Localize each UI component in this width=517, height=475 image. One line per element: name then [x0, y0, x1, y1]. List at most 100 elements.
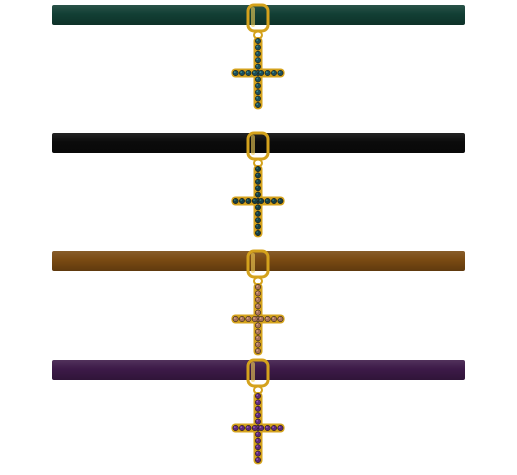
crystal-stone [277, 70, 284, 76]
crystal-stone [255, 450, 261, 457]
crystal-stone [264, 198, 271, 204]
crystal-stone [255, 217, 261, 224]
crystal-stone [232, 425, 239, 431]
crystal-sparkle [256, 413, 259, 416]
crystal-stone [245, 70, 252, 76]
crystal-stone [255, 50, 261, 57]
velvet-band-brown [52, 251, 465, 271]
crystal-sparkle [246, 199, 249, 202]
crystal-sparkle [240, 426, 243, 429]
crystal-sparkle [253, 71, 255, 74]
crystal-sparkle [256, 84, 259, 86]
crystal-stone [255, 172, 261, 179]
crystal-stone [255, 444, 261, 451]
crystal-sparkle [265, 71, 268, 74]
crystal-stone [255, 185, 261, 192]
crystal-sparkle [256, 39, 259, 42]
cross-pendant-green [231, 3, 285, 110]
crystal-stone [255, 284, 261, 290]
crystal-stone [258, 425, 265, 431]
crystal-stone [255, 230, 261, 236]
crystal-sparkle [256, 419, 259, 422]
bail-highlight [251, 362, 255, 382]
crystal-stone [255, 303, 261, 310]
crystal-stone [245, 198, 252, 204]
crystal-sparkle [256, 439, 259, 441]
crystal-sparkle [256, 330, 259, 332]
crystal-sparkle [253, 199, 255, 202]
crystal-sparkle [256, 52, 259, 54]
crystal-sparkle [278, 199, 281, 202]
crystal-stone [251, 425, 258, 431]
crystal-stone [255, 191, 261, 198]
crystal-sparkle [278, 426, 281, 429]
crystal-stone [255, 57, 261, 64]
velvet-band-black [52, 133, 465, 153]
crystal-sparkle [265, 426, 268, 429]
crystal-sparkle [272, 426, 275, 429]
crystal-stone [255, 296, 261, 303]
crystal-stone [245, 316, 252, 322]
crystal-stone [258, 198, 265, 204]
crystal-sparkle [259, 317, 262, 320]
crystal-stone [255, 204, 261, 211]
crystal-sparkle [256, 445, 259, 448]
crystal-stone [239, 198, 245, 204]
crystal-sparkle [256, 298, 259, 300]
crystal-stone [271, 425, 277, 431]
crystal-sparkle [246, 71, 249, 74]
crystal-stone [271, 316, 277, 322]
crystal-stone [255, 341, 261, 348]
crystal-stone [255, 412, 261, 419]
crystal-stone [277, 316, 284, 322]
crystal-stone [255, 223, 261, 230]
crystal-sparkle [233, 199, 236, 202]
crystal-stone [255, 95, 261, 102]
crystal-stone [264, 70, 271, 76]
crystal-sparkle [256, 407, 259, 409]
crystal-stone [255, 178, 261, 185]
crystal-sparkle [253, 426, 255, 429]
crystal-stone [255, 309, 261, 316]
crystal-sparkle [272, 317, 275, 320]
crystal-stone [258, 70, 265, 76]
crystal-sparkle [233, 317, 236, 320]
crystal-stone [239, 70, 245, 76]
crystal-stone [255, 44, 261, 51]
crystal-sparkle [256, 458, 259, 461]
crystal-sparkle [256, 192, 259, 195]
crystal-sparkle [256, 291, 259, 294]
crystal-sparkle [256, 77, 259, 80]
crystal-stone [245, 425, 252, 431]
crystal-sparkle [246, 426, 249, 429]
crystal-sparkle [256, 342, 259, 345]
crystal-stone [255, 405, 261, 412]
product-image [52, 3, 465, 465]
crystal-stone [251, 198, 258, 204]
crystal-stone [271, 198, 277, 204]
crystal-sparkle [256, 212, 259, 214]
crystal-sparkle [278, 71, 281, 74]
crystal-stone [251, 70, 258, 76]
crystal-stone [255, 102, 261, 108]
crystal-stone [255, 290, 261, 297]
crystal-stone [255, 63, 261, 70]
crystal-sparkle [259, 426, 262, 429]
bail-highlight [251, 7, 255, 27]
crystal-stone [255, 431, 261, 438]
crystal-stone [258, 316, 265, 322]
crystal-sparkle [256, 231, 259, 234]
crystal-stone [255, 393, 261, 399]
crystal-sparkle [233, 426, 236, 429]
crystal-stone [255, 418, 261, 425]
crystal-sparkle [259, 199, 262, 202]
crystal-sparkle [256, 103, 259, 106]
crystal-stone [251, 316, 258, 322]
velvet-band-purple [52, 360, 465, 380]
crystal-stone [239, 316, 245, 322]
crystal-stone [255, 328, 261, 335]
crystal-stone [232, 70, 239, 76]
crystal-stone [255, 38, 261, 44]
crystal-sparkle [256, 96, 259, 99]
crystal-sparkle [246, 317, 249, 320]
